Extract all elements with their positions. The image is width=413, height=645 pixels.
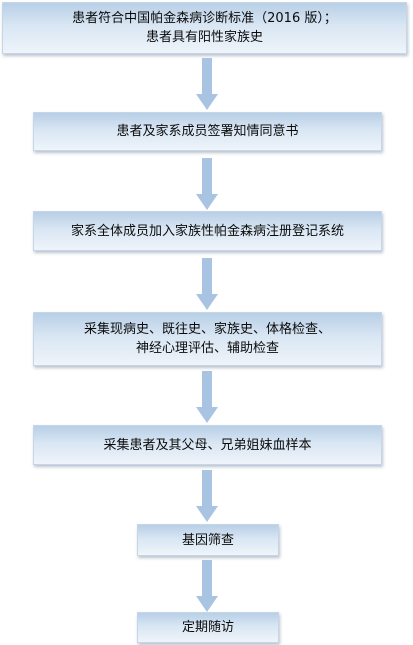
step-2-line-1: 患者及家系成员签署知情同意书 xyxy=(116,124,299,139)
step-3-box: 家系全体成员加入家族性帕金森病注册登记系统 xyxy=(33,211,382,251)
step-1-box: 患者符合中国帕金森病诊断标准（2016 版）； 患者具有阳性家族史 xyxy=(2,2,407,54)
step-6-line-1: 基因筛查 xyxy=(181,532,234,548)
step-7-line-1: 定期随访 xyxy=(181,620,234,635)
step-6-box: 基因筛查 xyxy=(137,524,279,556)
step-4-box: 采集现病史、既往史、家族史、体格检查、 神经心理评估、辅助检查 xyxy=(33,312,382,366)
arrow-down-icon xyxy=(196,371,218,423)
step-4-line-2: 神经心理评估、辅助检查 xyxy=(135,341,279,356)
step-5-line-1: 采集患者及其父母、兄弟姐妹血样本 xyxy=(103,437,312,453)
arrow-down-icon xyxy=(196,470,218,522)
arrow-down-icon xyxy=(196,158,218,210)
arrow-down-icon xyxy=(196,58,218,110)
step-3-line-1: 家系全体成员加入家族性帕金森病注册登记系统 xyxy=(70,223,344,239)
step-7-box: 定期随访 xyxy=(137,612,279,643)
arrow-down-icon xyxy=(196,258,218,310)
step-1-line-1: 患者符合中国帕金森病诊断标准（2016 版）； xyxy=(72,11,337,26)
step-2-box: 患者及家系成员签署知情同意书 xyxy=(33,112,382,151)
arrow-down-icon xyxy=(196,560,218,612)
step-5-box: 采集患者及其父母、兄弟姐妹血样本 xyxy=(33,425,382,465)
step-1-line-2: 患者具有阳性家族史 xyxy=(145,30,263,45)
step-4-line-1: 采集现病史、既往史、家族史、体格检查、 xyxy=(83,322,331,337)
